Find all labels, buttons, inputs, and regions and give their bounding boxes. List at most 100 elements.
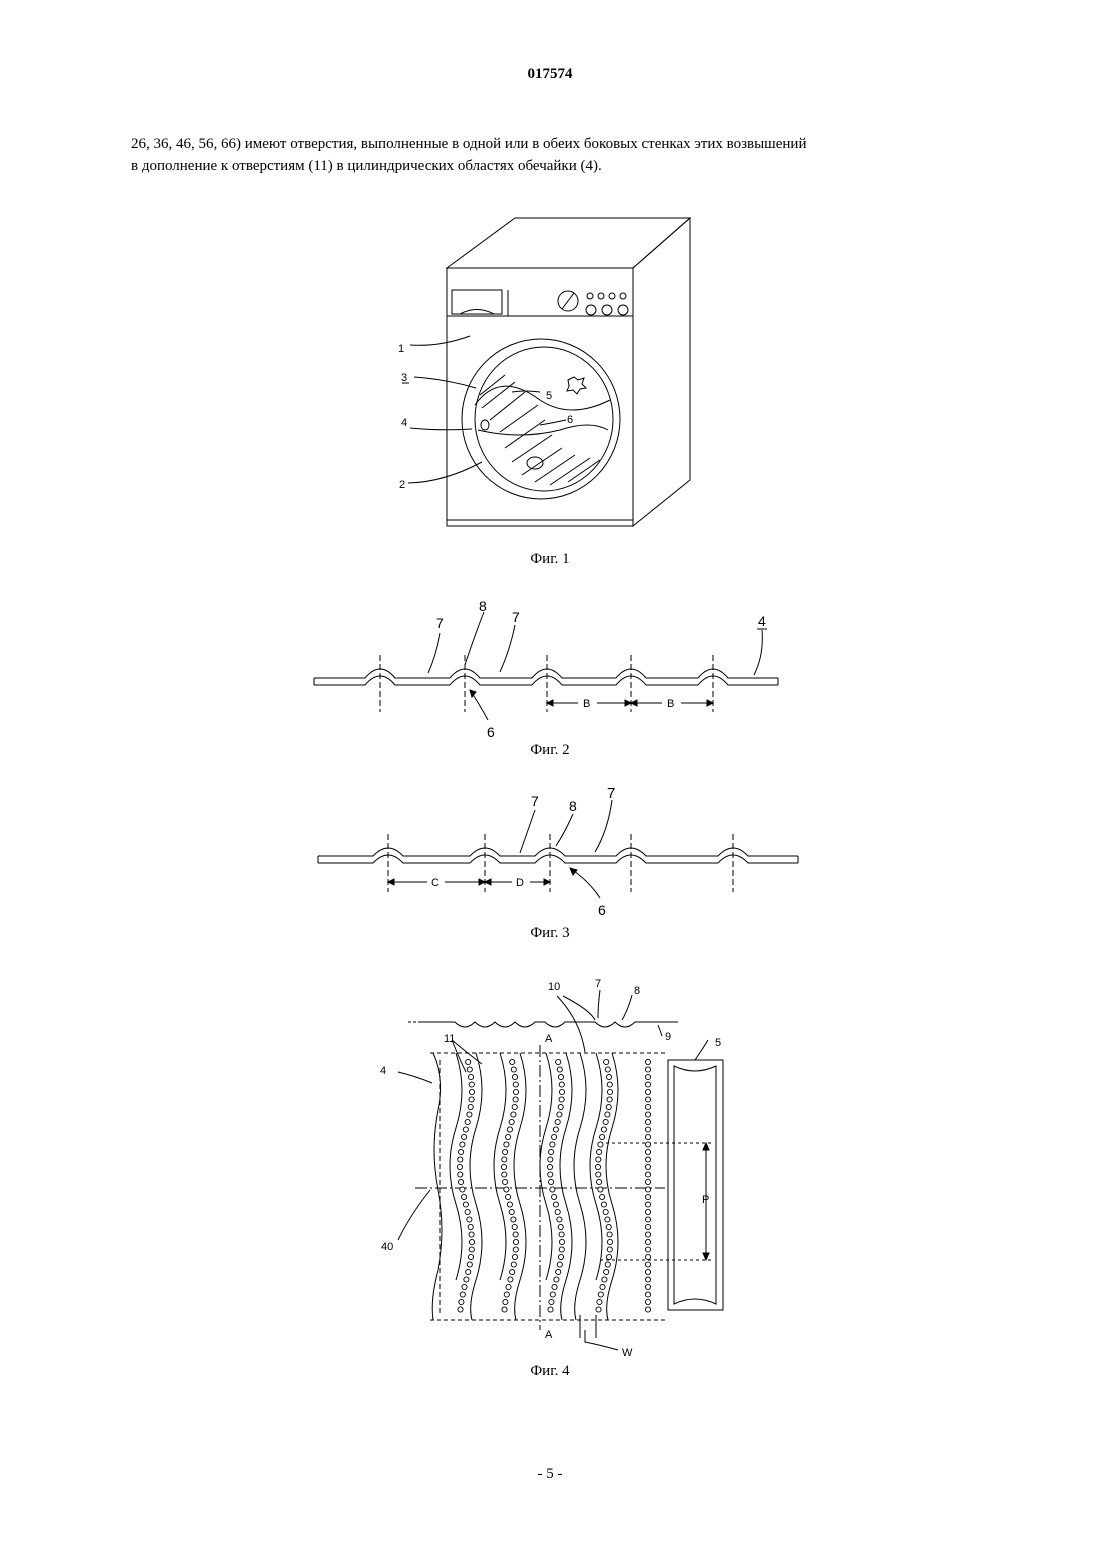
perforation-hole [555,1119,560,1124]
perforation-hole [598,1292,603,1297]
perforation-hole [645,1292,650,1297]
perforation-hole [510,1269,515,1274]
perforation-hole [558,1224,563,1229]
perforation-hole [645,1224,650,1229]
perforation-hole [506,1194,511,1199]
perforation-hole [607,1247,612,1252]
perforation-hole [465,1209,470,1214]
perforation-hole [511,1112,516,1117]
perforation-hole [604,1059,609,1064]
perforation-hole [554,1277,559,1282]
perforation-hole [559,1239,564,1244]
perforation-hole [645,1157,650,1162]
perforation-hole [645,1217,650,1222]
perforation-hole [645,1112,650,1117]
perforation-hole [506,1284,511,1289]
perforation-hole [462,1284,467,1289]
perforation-hole [645,1059,650,1064]
perforation-hole [509,1119,514,1124]
fig4-label-9: 9 [665,1031,671,1043]
perforation-hole [645,1074,650,1079]
perforation-hole [645,1307,650,1312]
perforation-hole [600,1194,605,1199]
perforation-hole [548,1307,553,1312]
perforation-hole [469,1239,474,1244]
figure-4-caption: Фиг. 4 [0,1363,1100,1380]
perforation-hole [558,1104,563,1109]
perforation-hole [555,1209,560,1214]
fig2-label-6: 6 [487,724,495,740]
perforation-hole [466,1269,471,1274]
perforation-hole [645,1104,650,1109]
perforation-hole [512,1224,517,1229]
perforation-hole [469,1097,474,1102]
perforation-hole [558,1254,563,1259]
perforation-hole [504,1142,509,1147]
perforation-hole [467,1112,472,1117]
perforation-hole [645,1194,650,1199]
perforation-hole [469,1232,474,1237]
fig4-label-10: 10 [548,981,560,993]
perforation-hole [504,1292,509,1297]
fig2-label-7b: 7 [512,609,520,625]
perforation-hole [502,1157,507,1162]
perforation-hole [459,1179,464,1184]
perforation-hole [607,1089,612,1094]
perforation-hole [507,1127,512,1132]
perforation-hole [552,1284,557,1289]
perforation-hole [459,1149,464,1154]
perforation-hole [458,1172,463,1177]
perforation-hole [597,1299,602,1304]
perforation-hole [513,1089,518,1094]
perforation-hole [503,1149,508,1154]
perforation-hole [506,1134,511,1139]
perforation-hole [607,1239,612,1244]
perforation-hole [468,1224,473,1229]
fig2-label-8: 8 [479,598,487,614]
perforation-hole [504,1187,509,1192]
perforation-hole [460,1187,465,1192]
figure-4-drawing: 10 7 8 9 11 A A 4 5 P 40 W [0,975,1100,1365]
perforation-hole [467,1262,472,1267]
fig4-label-5: 5 [715,1037,721,1049]
perforation-hole [607,1082,612,1087]
perforation-hole [645,1269,650,1274]
perforation-hole [507,1202,512,1207]
perforation-hole [645,1262,650,1267]
fig4-label-40: 40 [381,1241,393,1253]
document-number: 017574 [0,66,1100,83]
perforation-hole [645,1187,650,1192]
perforation-hole [645,1209,650,1214]
perforation-hole [598,1142,603,1147]
perforation-hole [512,1104,517,1109]
perforation-hole [605,1217,610,1222]
perforation-hole [645,1299,650,1304]
perforation-hole [645,1149,650,1154]
perforation-hole [511,1067,516,1072]
perforation-hole [559,1082,564,1087]
perforation-hole [552,1194,557,1199]
perforation-hole [462,1134,467,1139]
fig3-label-6: 6 [598,902,606,918]
perforation-hole [645,1127,650,1132]
perforation-hole [606,1254,611,1259]
perforation-hole [503,1299,508,1304]
figure-1-caption: Фиг. 1 [0,551,1100,568]
perforation-hole [550,1187,555,1192]
fig1-label-4: 4 [401,417,407,429]
fig3-label-8: 8 [569,798,577,814]
fig3-dim-c: C [431,877,439,889]
perforation-hole [469,1089,474,1094]
perforation-hole [645,1239,650,1244]
perforation-hole [645,1232,650,1237]
figure-3-caption: Фиг. 3 [0,925,1100,942]
figure-2-caption: Фиг. 2 [0,742,1100,759]
fig4-label-8: 8 [634,985,640,997]
perforation-hole [645,1277,650,1282]
perforation-hole [511,1262,516,1267]
perforation-hole [645,1254,650,1259]
fig1-label-2: 2 [399,479,405,491]
perforation-hole [600,1284,605,1289]
perforation-hole [463,1127,468,1132]
perforation-hole [645,1097,650,1102]
